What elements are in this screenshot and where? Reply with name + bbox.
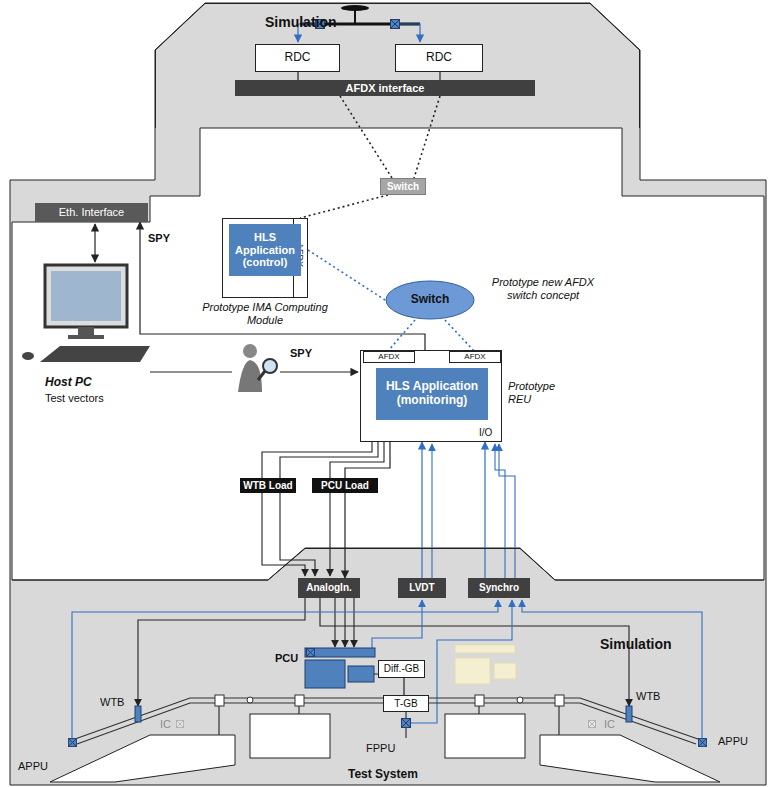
- connector: [484, 442, 485, 578]
- ic-sensor: [176, 720, 183, 727]
- load-tag: WTB Load: [240, 478, 296, 493]
- caption-label: Prototype REU: [508, 380, 570, 405]
- reu-box: I/O AFDX AFDX HLS Application (monitoring): [360, 350, 502, 442]
- gearbox-box: T-GB: [383, 695, 429, 712]
- simulation-region: SimulationRDC RDC AFDX interface: [155, 0, 640, 128]
- eth-interface-bar: Eth. Interface: [35, 203, 148, 222]
- rdc-box: RDC: [395, 44, 483, 72]
- connector: [439, 72, 440, 80]
- ic-sensor: [588, 720, 595, 727]
- node-text: Eth. Interface: [56, 206, 127, 219]
- gearbox-box: Diff.-GB: [378, 660, 425, 678]
- pcu-symbol: [305, 645, 516, 688]
- caption-label: IC: [604, 718, 615, 731]
- caption-label: FPPU: [366, 742, 395, 755]
- caption-label: PCU: [275, 652, 298, 665]
- application-box: HLS Application (monitoring): [376, 368, 488, 420]
- edge-label: SPY: [146, 232, 172, 245]
- caption-label: Test vectors: [45, 392, 104, 405]
- node-text: Simulation: [265, 14, 337, 30]
- caption-label: Test System: [348, 768, 418, 782]
- caption-label: Prototype IMA Computing Module: [200, 301, 330, 326]
- io-card: AnalogIn.: [298, 578, 360, 598]
- afdx-port: AFDX: [363, 351, 415, 363]
- sensor-wires: [432, 444, 515, 578]
- switch-ellipse: Switch: [385, 280, 475, 320]
- node-text: I/O: [479, 427, 492, 439]
- caption-label: IC: [160, 718, 171, 731]
- afdx-port: AFDX: [449, 351, 501, 363]
- node-text: RDC: [423, 51, 455, 65]
- spy-figure: [238, 344, 277, 392]
- node-text: AFDX: [375, 352, 402, 361]
- node-text: WTB Load: [240, 480, 295, 492]
- node-text: HLS Application (control): [229, 231, 301, 269]
- node-text: Switch: [408, 293, 453, 307]
- node-text: Switch: [384, 181, 422, 193]
- test-system-ground: [10, 3, 766, 785]
- caption-label: WTB: [636, 690, 660, 703]
- appu-sensor: [698, 738, 706, 746]
- prototype-area: [12, 128, 764, 580]
- appu-sensor: [68, 738, 76, 746]
- caption-label: Host PC: [45, 376, 92, 390]
- node-text: PCU Load: [318, 480, 372, 492]
- caption-label: Prototype new AFDX switch concept: [478, 276, 608, 301]
- connector: [445, 320, 474, 351]
- node-text: HLS Application (monitoring): [376, 380, 488, 408]
- node-text: AnalogIn.: [303, 582, 355, 594]
- node-text: Diff.-GB: [381, 663, 422, 675]
- caption-label: SPY: [290, 347, 312, 360]
- caption-label: WTB: [100, 696, 124, 709]
- load-tag: PCU Load: [312, 478, 378, 493]
- io-card: LVDT: [398, 578, 446, 598]
- host-pc-icon: [22, 265, 150, 362]
- node-text: Synchro: [476, 582, 522, 594]
- caption-label: APPU: [718, 735, 748, 748]
- connector: [421, 442, 422, 578]
- simulation-wires: [72, 598, 702, 738]
- node-text: AFDX: [461, 352, 488, 361]
- fppu-sensor: [402, 719, 411, 728]
- node-text: T-GB: [391, 698, 420, 710]
- application-box: HLS Application (control): [229, 224, 301, 276]
- shaft-parts: [135, 695, 632, 722]
- analog-wires: [262, 442, 384, 576]
- connector: [300, 195, 388, 218]
- ima-module-box: AFDXHLS Application (control): [222, 218, 308, 298]
- connector: [297, 72, 298, 80]
- node-text: Simulation: [600, 636, 672, 652]
- node-text: LVDT: [406, 582, 437, 594]
- connector: [345, 442, 390, 578]
- ethernet-link: [94, 224, 95, 262]
- wing-flaps: [50, 714, 720, 782]
- io-card: Synchro: [468, 578, 530, 598]
- connector: [340, 96, 392, 178]
- afdx-interface-bar: AFDX interface: [235, 80, 535, 96]
- caption-label: APPU: [18, 760, 48, 773]
- connector: [403, 678, 404, 695]
- connector: [308, 250, 385, 300]
- connector: [388, 320, 415, 351]
- rdc-box: RDC: [255, 44, 340, 72]
- node-text: RDC: [282, 51, 314, 65]
- node-text: AFDX interface: [343, 82, 428, 95]
- switch-box: Switch: [380, 178, 426, 195]
- connector: [414, 96, 440, 178]
